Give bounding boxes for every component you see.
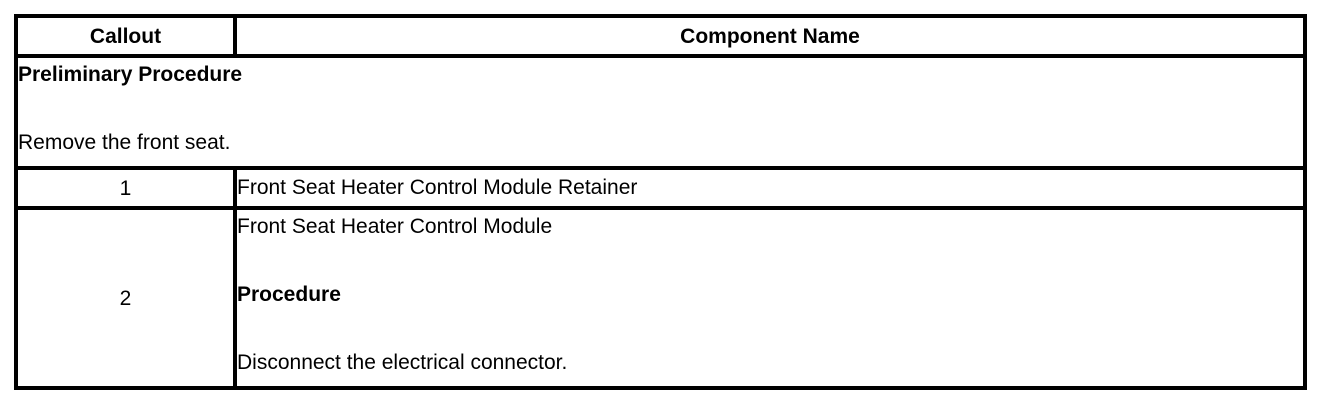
preliminary-procedure-cell: Preliminary Procedure Remove the front s… <box>14 54 1307 170</box>
component-cell-2: Front Seat Heater Control Module Procedu… <box>233 206 1307 390</box>
component-name-column-header: Component Name <box>233 14 1307 58</box>
callout-number-2: 2 <box>14 206 237 390</box>
table-header-row: Callout Component Name <box>14 14 1307 58</box>
preliminary-procedure-instruction: Remove the front seat. <box>18 131 231 154</box>
component-name-text: Front Seat Heater Control Module Retaine… <box>237 176 638 199</box>
preliminary-procedure-title: Preliminary Procedure <box>18 63 243 86</box>
procedure-heading: Procedure <box>237 283 341 306</box>
table-row-1: 1 Front Seat Heater Control Module Retai… <box>14 166 1307 210</box>
procedure-instruction: Disconnect the electrical connector. <box>237 351 568 374</box>
callout-number-1: 1 <box>14 166 237 210</box>
blank-line <box>20 92 1301 126</box>
component-name-text: Front Seat Heater Control Module <box>237 215 553 238</box>
blank-line <box>239 244 1301 278</box>
table-row-2: 2 Front Seat Heater Control Module Proce… <box>14 206 1307 390</box>
component-callout-table: Callout Component Name Preliminary Proce… <box>14 14 1307 390</box>
component-cell-1: Front Seat Heater Control Module Retaine… <box>233 166 1307 210</box>
blank-line <box>239 312 1301 346</box>
callout-column-header: Callout <box>14 14 237 58</box>
preliminary-procedure-row: Preliminary Procedure Remove the front s… <box>14 54 1307 170</box>
